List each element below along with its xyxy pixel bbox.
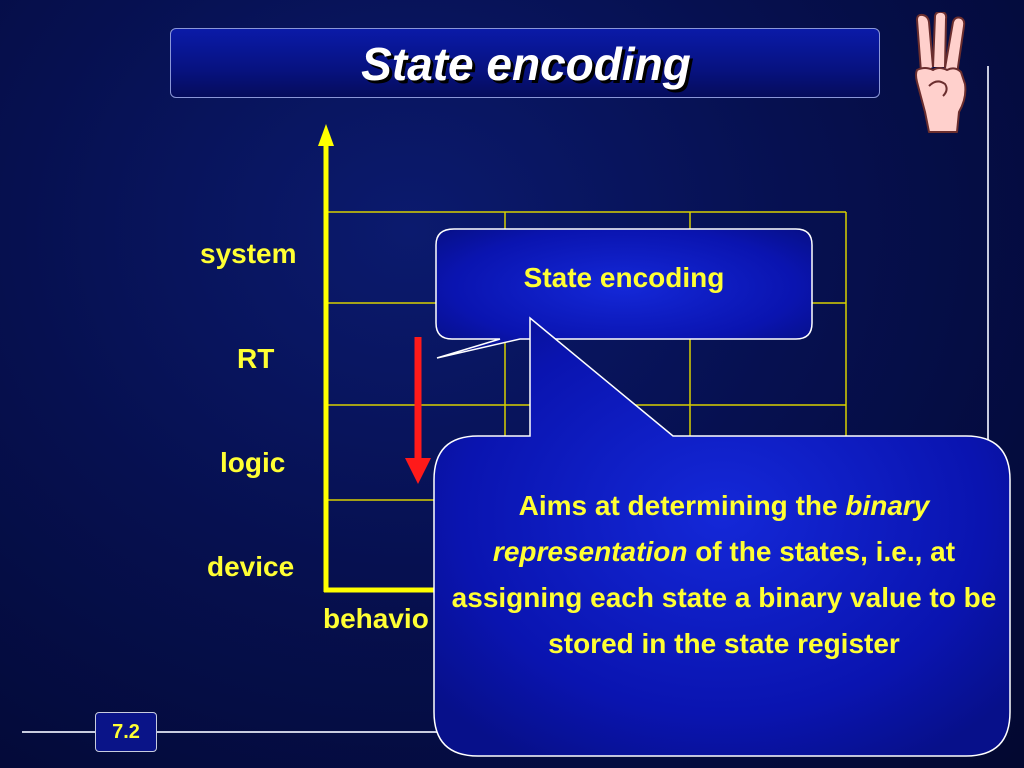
level-label-rt: RT [237, 343, 275, 374]
level-label-device: device [207, 551, 295, 582]
y-axis-arrowhead [318, 124, 334, 146]
x-axis-label-behavioral: behavio [323, 603, 429, 634]
large-callout-text-part2: of the states, i.e., at assigning each s… [451, 536, 997, 659]
right-vertical-rule [987, 66, 989, 731]
large-callout-bubble [433, 316, 1011, 757]
large-callout-text: Aims at determining the binary represent… [444, 483, 1004, 667]
large-callout-text-italic: binary representation [492, 490, 930, 567]
level-label-system: system [200, 238, 297, 269]
page-number-badge: 7.2 [95, 712, 157, 752]
red-arrow-head [405, 458, 431, 484]
small-callout-text: State encoding [523, 262, 725, 293]
large-callout-text-part1: Aims at determining the [518, 490, 846, 521]
title-box: State encoding [170, 28, 880, 98]
bottom-rule-right [157, 731, 447, 733]
three-fingers-hand-icon [915, 12, 967, 133]
level-label-logic: logic [220, 447, 286, 478]
bottom-rule-left [22, 731, 95, 733]
slide-title: State encoding [361, 38, 691, 90]
